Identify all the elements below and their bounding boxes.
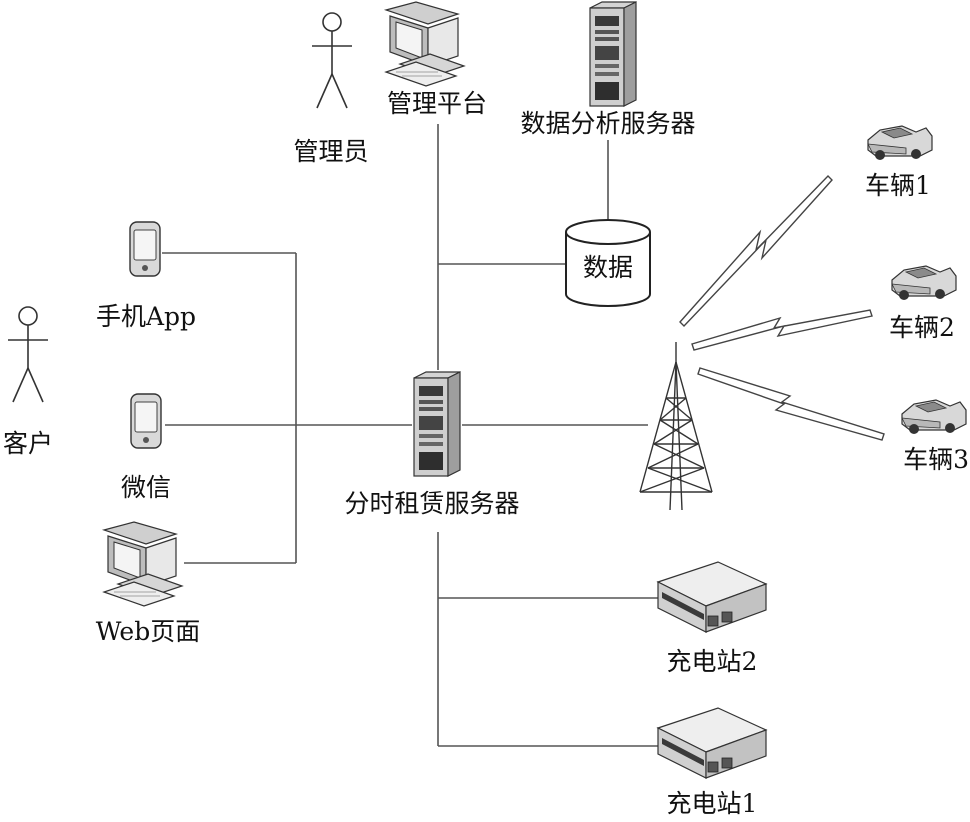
rental-server-label: 分时租赁服务器: [344, 489, 519, 518]
vehicle2-label: 车辆2: [889, 313, 955, 342]
mgmt-platform-label: 管理平台: [387, 89, 487, 118]
admin-person-icon: [311, 12, 353, 109]
web-page-desktop-icon: [103, 521, 183, 607]
rental-server-icon: [413, 371, 461, 477]
vehicle2-car-icon: [891, 265, 957, 301]
wechat-phone-icon: [130, 393, 162, 449]
lightning-signal-icon: [679, 175, 833, 328]
station2-charger-icon: [657, 561, 767, 633]
vehicle1-label: 车辆1: [865, 171, 931, 200]
station1-label: 充电站1: [667, 789, 758, 818]
customer-label: 客户: [3, 429, 53, 458]
web-page-label: Web页面: [96, 617, 200, 646]
mgmt-platform-desktop-icon: [385, 1, 465, 87]
lightning-signal-icon: [697, 367, 885, 441]
data-store-label: 数据: [583, 253, 633, 282]
vehicle3-label: 车辆3: [903, 445, 969, 474]
station1-charger-icon: [657, 707, 767, 779]
admin-label: 管理员: [293, 137, 368, 166]
vehicle3-car-icon: [901, 399, 967, 435]
wechat-label: 微信: [121, 473, 171, 502]
radio-tower-icon: [639, 342, 713, 511]
station2-label: 充电站2: [667, 647, 758, 676]
vehicle1-car-icon: [867, 125, 933, 161]
mobile-app-label: 手机App: [96, 302, 196, 331]
lightning-signal-icon: [691, 309, 873, 351]
analysis-server-label: 数据分析服务器: [520, 109, 695, 138]
analysis-server-icon: [589, 1, 637, 107]
connection-lines: [162, 124, 662, 747]
mobile-app-phone-icon: [129, 221, 161, 277]
wireless-signals: [679, 175, 885, 441]
customer-person-icon: [7, 306, 49, 403]
database-cylinder-icon: [565, 219, 651, 307]
